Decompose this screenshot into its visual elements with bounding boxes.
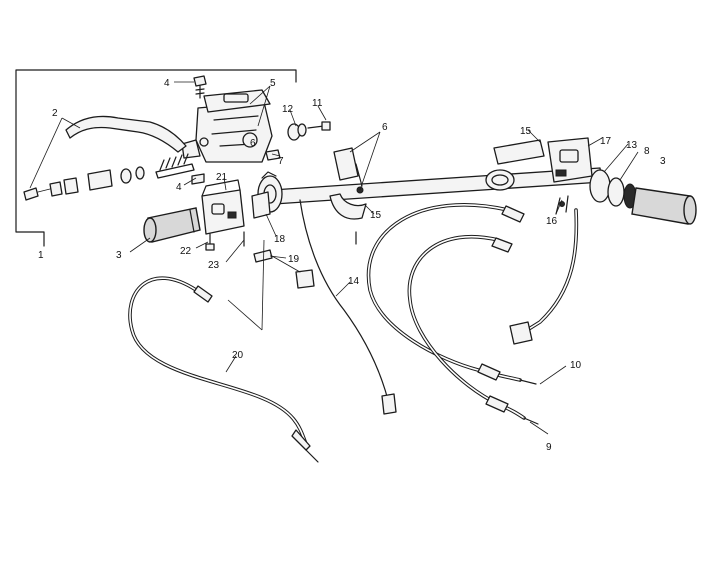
callout-15-right: 15 [520, 126, 532, 137]
callout-12: 12 [282, 104, 294, 115]
callout-8: 8 [644, 146, 650, 157]
mounting-bolts [265, 121, 331, 161]
callout-4-top: 4 [164, 78, 170, 89]
callout-22: 22 [180, 246, 192, 257]
brake-lever [65, 115, 187, 153]
ignition-wire [299, 199, 397, 415]
callout-6-center: 6 [382, 122, 388, 133]
callout-16: 16 [546, 216, 558, 227]
assembly-bracket [15, 69, 297, 247]
left-switch-housing [201, 179, 245, 235]
callout-23: 23 [208, 260, 220, 271]
throttle-rings [589, 169, 637, 209]
callout-17: 17 [600, 136, 612, 147]
callout-1: 1 [38, 250, 44, 261]
callout-7: 7 [278, 156, 284, 167]
callout-labels: 1 2 3 3 4 4 5 6 6 7 8 9 10 11 12 13 14 1… [38, 78, 666, 453]
leader-lines [29, 81, 639, 435]
left-clamp [329, 147, 367, 245]
left-grip [143, 207, 201, 243]
callout-19: 19 [288, 254, 300, 265]
callout-14: 14 [348, 276, 360, 287]
right-throttle-body [485, 137, 593, 191]
callout-13: 13 [626, 140, 638, 151]
callout-3-left: 3 [116, 250, 122, 261]
callout-21: 21 [216, 172, 228, 183]
callout-2: 2 [52, 108, 58, 119]
callout-11: 11 [312, 98, 323, 109]
callout-20: 20 [232, 350, 244, 361]
lever-pivot-parts [23, 137, 209, 201]
callout-6-left: 6 [250, 138, 256, 149]
callout-5: 5 [270, 78, 276, 89]
clutch-cable [128, 276, 319, 463]
callout-3-right: 3 [660, 156, 666, 167]
callout-15-left: 15 [370, 210, 382, 221]
left-small-parts [205, 231, 315, 289]
choke-assembly [251, 171, 283, 219]
right-switch-wire [509, 208, 579, 345]
callout-10: 10 [570, 360, 582, 371]
callout-18: 18 [274, 234, 286, 245]
brake-master-cylinder [181, 89, 273, 163]
throttle-cables [366, 203, 539, 425]
callout-4-lower: 4 [176, 182, 182, 193]
callout-9: 9 [546, 442, 552, 453]
right-small-parts [555, 195, 569, 215]
right-grip [631, 187, 697, 225]
bleed-screw [193, 75, 207, 99]
